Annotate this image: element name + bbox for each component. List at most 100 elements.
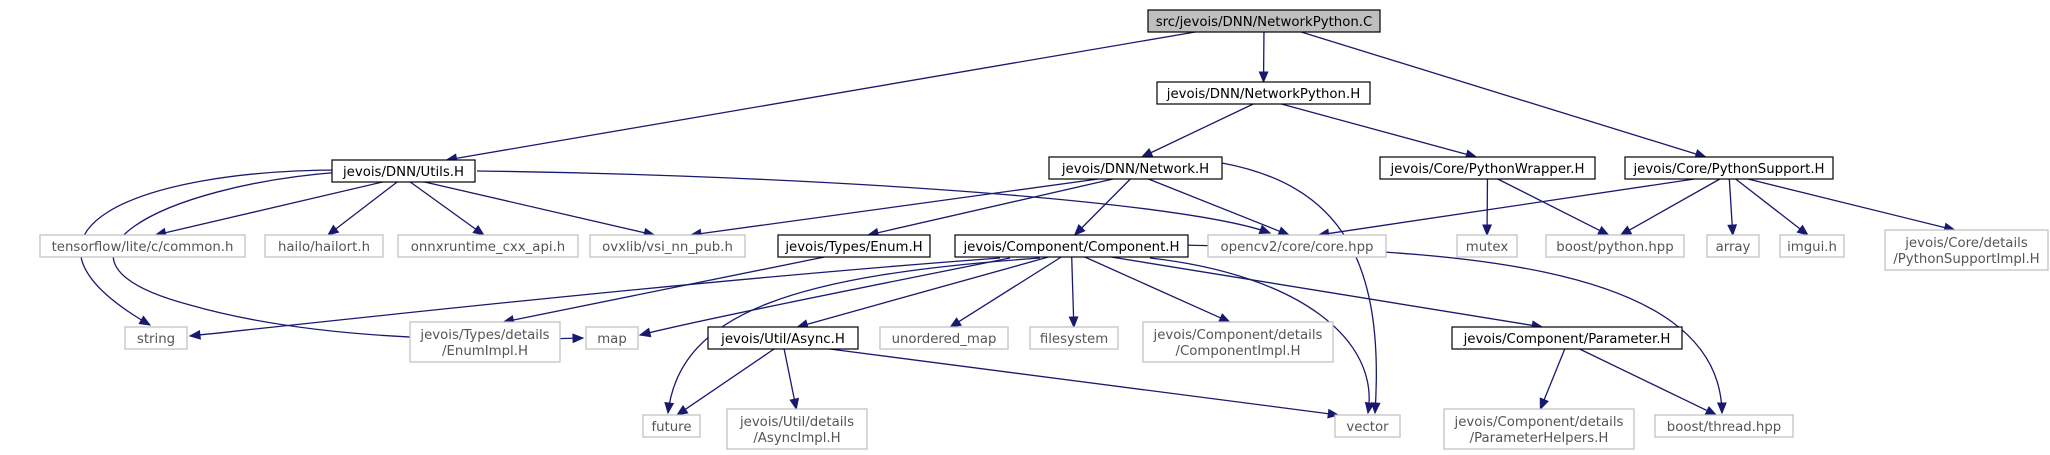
edge-line [455, 31, 1196, 160]
node-label: opencv2/core/core.hpp [1221, 240, 1374, 255]
node-label: onnxruntime_cxx_api.h [411, 240, 566, 255]
node-box [1048, 156, 1223, 180]
edge-component_h-to-vector [1149, 257, 1375, 415]
edge-pythonsupport_h-to-opencv_core [1317, 178, 1695, 239]
edge-layer [79, 31, 1956, 419]
node-box [1156, 81, 1371, 105]
edge-arrowhead [1619, 225, 1633, 236]
edge-arrowhead [664, 401, 675, 415]
node-networkpython-h[interactable]: jevois/DNN/NetworkPython.H [1156, 81, 1371, 105]
edge-arrowhead [1796, 224, 1809, 236]
edge-line [1735, 178, 1802, 230]
node-box [777, 234, 931, 258]
edge-pythonsupport_h-to-array [1727, 178, 1738, 237]
node-async-h[interactable]: jevois/Util/Async.H [707, 326, 859, 350]
node-label: filesystem [1040, 332, 1108, 347]
node-label: boost/python.hpp [1556, 240, 1673, 255]
edge-line [1071, 256, 1075, 319]
edge-utils_h-to-hailort [326, 181, 398, 236]
edge-line [1080, 178, 1131, 230]
node-imgui: imgui.h [1779, 234, 1845, 258]
node-box [397, 234, 579, 258]
node-future: future [642, 414, 701, 438]
edge-line [829, 348, 1330, 415]
node-pythonsupport-h[interactable]: jevois/Core/PythonSupport.H [1624, 156, 1834, 180]
node-box [1207, 234, 1387, 258]
edge-arrowhead [1716, 402, 1727, 415]
edge-networkpython_h-to-pythonwrapper_h [1281, 103, 1478, 160]
node-parameterhelpers: jevois/Component/details/ParameterHelper… [1443, 408, 1635, 450]
edge-async_h-to-vector [829, 348, 1340, 419]
node-box [1142, 321, 1334, 363]
node-label: jevois/DNN/NetworkPython.H [1166, 87, 1360, 102]
edge-arrowhead [1327, 408, 1340, 419]
node-label: /PythonSupportImpl.H [1893, 252, 2039, 267]
edge-async_h-to-asyncimpl [783, 348, 800, 411]
edge-line [639, 257, 1011, 336]
node-tflite-common: tensorflow/lite/c/common.h [39, 234, 246, 258]
node-label: jevois/Component/details [1454, 415, 1624, 430]
node-component-h[interactable]: jevois/Component/Component.H [954, 234, 1189, 258]
node-parameter-h[interactable]: jevois/Component/Parameter.H [1451, 326, 1683, 350]
edge-line [1747, 178, 1947, 229]
edge-line [1543, 348, 1566, 401]
node-label: imgui.h [1787, 240, 1837, 255]
edge-pythonwrapper_h-to-mutex [1482, 178, 1493, 237]
edge-line [1497, 178, 1601, 232]
node-box [264, 234, 384, 258]
edge-arrowhead [326, 224, 340, 236]
edge-line [1728, 178, 1733, 227]
node-label: hailo/hailort.h [278, 240, 370, 255]
edge-parameter_h-to-parameterhelpers [1539, 348, 1566, 411]
edge-arrowhead [1597, 225, 1610, 236]
edge-arrowhead [676, 404, 689, 416]
node-network-h[interactable]: jevois/DNN/Network.H [1048, 156, 1223, 180]
node-label: jevois/Component/Parameter.H [1463, 332, 1671, 347]
edge-line [1149, 257, 1370, 414]
edge-arrowhead [1727, 224, 1738, 237]
edge-arrowhead [949, 317, 962, 328]
edge-pythonwrapper_h-to-boost_python [1497, 178, 1610, 236]
edge-arrowhead [572, 333, 585, 344]
node-label: jevois/Core/PythonWrapper.H [1389, 162, 1584, 177]
node-label: map [597, 332, 627, 347]
node-box [1456, 234, 1518, 258]
edge-arrowhead [1258, 224, 1272, 235]
node-label: future [651, 420, 691, 435]
node-label: /ParameterHelpers.H [1470, 431, 1609, 446]
node-label: vector [1346, 420, 1389, 435]
node-box [642, 414, 701, 438]
edge-arrowhead [1704, 405, 1718, 416]
edge-arrowhead [472, 224, 485, 236]
edge-line [1579, 348, 1709, 412]
edge-arrowhead [1258, 71, 1269, 84]
edge-line [684, 348, 775, 411]
node-hailort: hailo/hailort.h [264, 234, 384, 258]
edge-line [783, 348, 796, 401]
edge-line [805, 256, 1049, 326]
node-box [1334, 414, 1401, 438]
edge-line [79, 169, 341, 326]
node-box [726, 408, 868, 450]
node-unordered-map: unordered_map [879, 326, 1009, 350]
edge-line [667, 257, 1041, 414]
node-box [585, 326, 639, 350]
edge-line [409, 181, 477, 231]
edge-line [424, 181, 646, 234]
node-box [589, 234, 746, 258]
edge-arrowhead [638, 327, 652, 338]
edge-arrowhead [1277, 226, 1291, 236]
node-utils-h[interactable]: jevois/DNN/Utils.H [331, 159, 476, 183]
edge-component_h-to-future [664, 257, 1041, 415]
edge-arrowhead [1539, 397, 1549, 411]
node-root[interactable]: src/jevois/DNN/NetworkPython.C [1147, 9, 1381, 33]
edge-line [1111, 256, 1534, 327]
node-string: string [124, 326, 188, 350]
node-enum-h[interactable]: jevois/Types/Enum.H [777, 234, 931, 258]
node-box [39, 234, 246, 258]
edge-utils_h-to-tflite_common [154, 181, 383, 238]
edge-line [699, 178, 1099, 235]
node-array: array [1706, 234, 1760, 258]
node-pythonwrapper-h[interactable]: jevois/Core/PythonWrapper.H [1379, 156, 1596, 180]
